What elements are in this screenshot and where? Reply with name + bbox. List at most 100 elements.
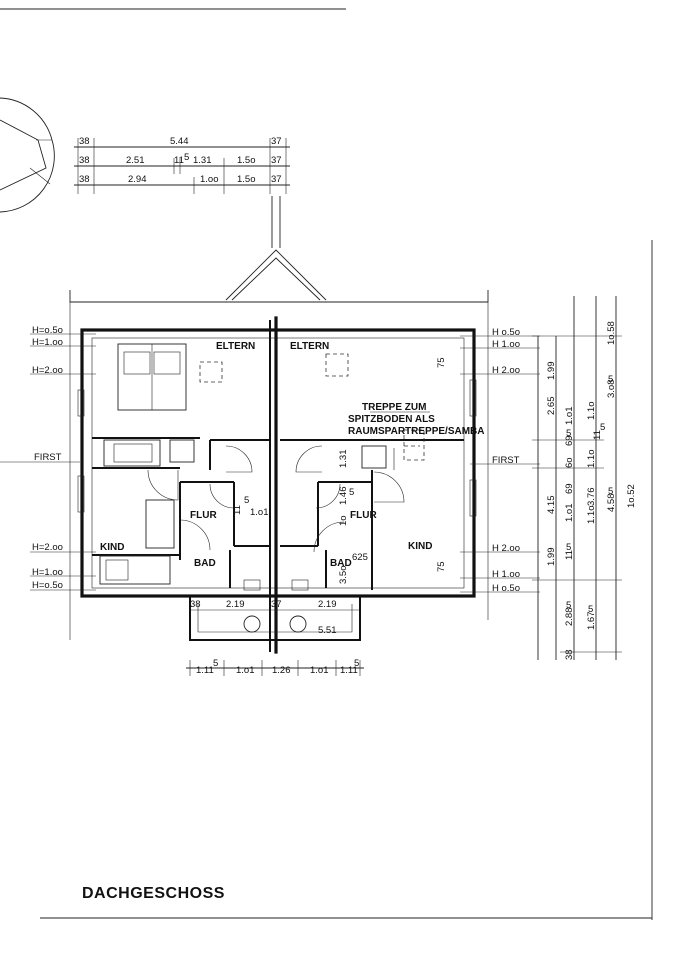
height-left-2: H=1.oo (32, 337, 63, 348)
dim-r3-5: 1.67 (586, 612, 597, 631)
dim-top-r2-g: 37 (271, 155, 282, 166)
dim-bot-2: 1.o1 (236, 665, 255, 676)
height-right-2: H 1.oo (492, 339, 520, 350)
dim-r2-2: 69 (564, 435, 575, 446)
dim-top-r3-d: 1.5o (237, 174, 256, 185)
height-right-7: H o.5o (492, 583, 520, 594)
dim-int-flur-right-b: 1o (338, 515, 349, 526)
room-kind-left: KIND (100, 542, 124, 553)
dim-bot-1-sup: 5 (213, 658, 218, 669)
dim-r2-7: 11 (564, 550, 575, 560)
left-height-markers: H=o.5o H=1.oo H=2.oo FIRST H=2.oo H=1.oo… (0, 325, 96, 591)
dim-int-overall: 5.51 (318, 625, 337, 636)
stair-note-line-1: TREPPE ZUM (362, 402, 426, 413)
height-left-5: H=2.oo (32, 542, 63, 553)
dim-bot-4: 1.o1 (310, 665, 329, 676)
dim-bot-1: 1.11 (196, 665, 214, 676)
height-right-1: H o.5o (492, 327, 520, 338)
height-right-6: H 1.oo (492, 569, 520, 580)
dim-bot-5: 1.11 (340, 665, 358, 676)
dim-int-wall-left: 38 (190, 599, 201, 610)
dim-r2-1: 1.o1 (564, 407, 575, 426)
dim-top-r3-c: 1.oo (200, 174, 219, 185)
height-left-3: H=2.oo (32, 365, 63, 376)
dim-r3-4: 1.1o (586, 506, 597, 525)
dim-r2-9: 2.88 (564, 608, 575, 627)
windows (77, 353, 477, 517)
dim-r1-4: 1.99 (546, 548, 557, 567)
room-eltern-left: ELTERN (216, 341, 255, 352)
dim-r1-1: 1.99 (546, 362, 557, 381)
dim-r1-3: 4.15 (546, 496, 557, 515)
dim-r5-1: 1o.52 (626, 484, 637, 508)
dim-r2-5: 69 (564, 483, 575, 494)
dim-int-wall-mid: 37 (271, 599, 282, 610)
dim-int-bad-left: 2.19 (226, 599, 245, 610)
bottom-dimension-chain: 1.11 5 1.o1 1.26 1.o1 1.11 5 (186, 658, 364, 676)
stair-note-line-2: SPITZBODEN ALS (348, 414, 435, 425)
room-flur-left: FLUR (190, 510, 217, 521)
dim-r4-5: 5 (600, 422, 605, 433)
height-right-first: FIRST (492, 455, 520, 466)
interior-dimensions: 38 2.19 37 2.19 5.51 11 5 1.o1 1.46 1o 5… (190, 357, 447, 636)
dim-int-flur-right-a: 1.46 (338, 487, 349, 506)
dim-r3-1: 1.1o (586, 402, 597, 421)
dim-top-r2-c: 11 (174, 155, 184, 166)
dim-top-r2-f: 1.5o (237, 155, 256, 166)
height-right-3: H 2.oo (492, 365, 520, 376)
drawing-title: DACHGESCHOSS (82, 885, 225, 902)
dim-int-flur-right-d: 1.31 (338, 450, 349, 469)
dim-top-r2-e: 1.31 (193, 155, 212, 166)
dim-bot-5-sup: 5 (354, 658, 359, 669)
dim-top-r3-a: 38 (79, 174, 90, 185)
dim-int-flur-left-c: 1.o1 (250, 507, 269, 518)
room-bad-right: BAD (330, 558, 352, 569)
dim-r4-2: 3.o8 (606, 380, 617, 399)
stair-note-line-3: RAUMSPARTREPPE/SAMBA (348, 426, 485, 437)
furniture (99, 343, 430, 585)
dim-r4-6: 4.58 (606, 494, 617, 513)
room-bad-left: BAD (194, 558, 216, 569)
dim-int-flur-left-b: 5 (244, 495, 249, 506)
dim-top-r3-b: 2.94 (128, 174, 147, 185)
dim-int-flur-right-c: 5 (349, 487, 354, 498)
dim-r3-2: 1.1o (586, 450, 597, 469)
north-arrow-icon (0, 97, 55, 213)
dim-r4-4: 11 (592, 430, 603, 440)
top-dimension-chains: 38 5.44 37 38 2.51 11 5 1.31 1.5o 37 38 … (74, 136, 290, 194)
height-left-6: H=1.oo (32, 567, 63, 578)
dim-bot-3: 1.26 (272, 665, 291, 676)
height-left-1: H=o.5o (32, 325, 63, 336)
dim-r2-11: 38 (564, 649, 575, 660)
dim-top-r1-b: 5.44 (170, 136, 189, 147)
dim-int-bad-right: 2.19 (318, 599, 337, 610)
dim-top-r2-a: 38 (79, 155, 90, 166)
dim-int-flur-left-a: 11 (232, 505, 243, 515)
dim-int-kind-75: 75 (436, 561, 447, 572)
right-dimension-chains: 1.99 2.65 4.15 1.99 1.o1 69 5 6o 69 1.o1… (532, 296, 637, 660)
building-walls (80, 316, 476, 654)
dim-int-eltern-75: 75 (436, 357, 447, 368)
height-left-7: H=o.5o (32, 580, 63, 591)
dim-r2-6: 1.o1 (564, 504, 575, 523)
room-flur-right: FLUR (350, 510, 377, 521)
right-height-markers: H o.5o H 1.oo H 2.oo FIRST H 2.oo H 1.oo… (460, 327, 540, 594)
dim-top-r2-d: 5 (184, 152, 189, 163)
dim-int-bad-right-dim: 625 (352, 552, 368, 563)
dim-top-r1-c: 37 (271, 136, 282, 147)
dim-r2-3: 5 (566, 428, 571, 439)
roof-outline (69, 196, 489, 640)
height-right-5: H 2.oo (492, 543, 520, 554)
dim-int-bad-right-v: 3.5o (338, 566, 349, 585)
dim-r2-4: 6o (564, 457, 575, 468)
door-swings (147, 445, 405, 553)
dim-r2-8: 5 (566, 542, 571, 553)
dim-top-r3-e: 37 (271, 174, 282, 185)
bathroom-fixtures (243, 579, 309, 633)
room-eltern-right: ELTERN (290, 341, 329, 352)
dim-r3-6: 5 (588, 604, 593, 615)
height-left-first: FIRST (34, 452, 62, 463)
dim-top-r1-a: 38 (79, 136, 90, 147)
stair-note: TREPPE ZUM SPITZBODEN ALS RAUMSPARTREPPE… (348, 402, 485, 437)
